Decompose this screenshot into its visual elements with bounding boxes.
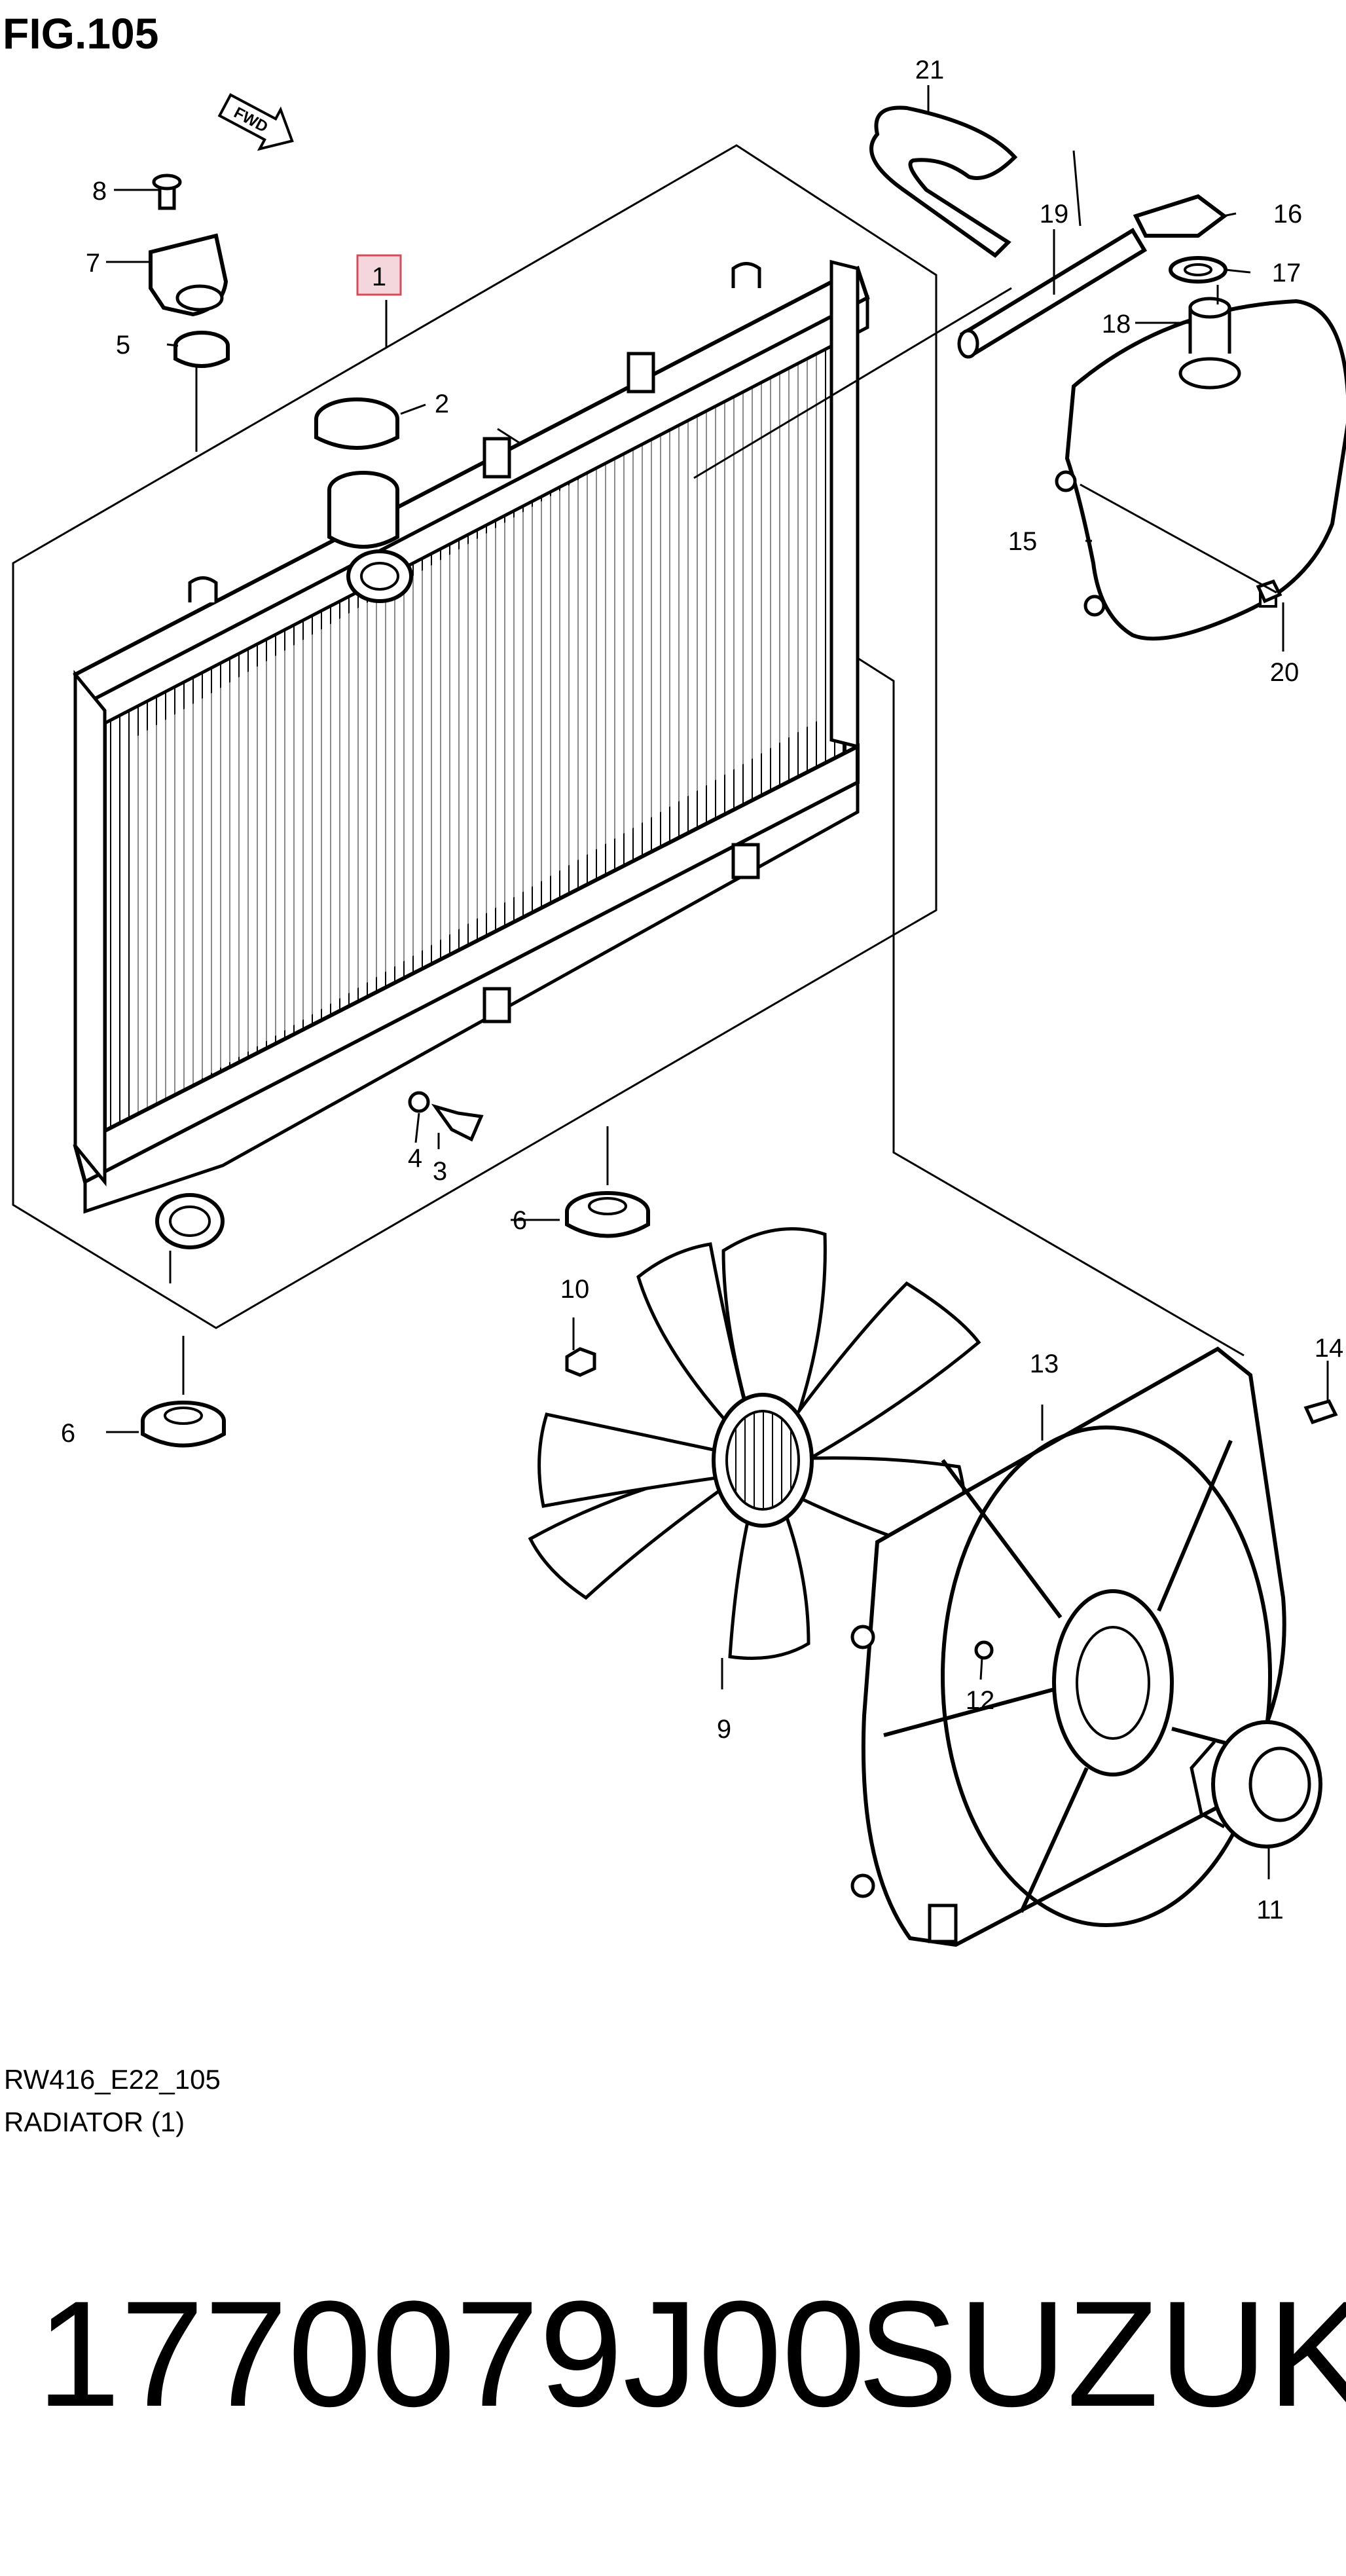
screw-12-drawing	[974, 1640, 994, 1660]
figure-caption: RADIATOR (1)	[4, 2107, 185, 2137]
callout-4[interactable]: 4	[408, 1144, 422, 1173]
callout-7[interactable]: 7	[86, 249, 100, 278]
callout-10[interactable]: 10	[560, 1275, 590, 1304]
callout-17[interactable]: 17	[1272, 259, 1301, 287]
part-number: 1770079J00	[37, 2270, 866, 2438]
fan-motor-drawing	[1190, 1720, 1322, 1849]
fwd-arrow-icon: FWD	[217, 93, 294, 151]
callout-18[interactable]: 18	[1102, 310, 1131, 339]
callout-6-lower[interactable]: 6	[61, 1419, 75, 1448]
fan-shroud-drawing	[850, 1346, 1286, 1947]
bolt-14-drawing	[1303, 1399, 1338, 1425]
callout-16[interactable]: 16	[1273, 200, 1303, 229]
figure-title: FIG.105	[3, 9, 158, 58]
callout-labels: 1 2 3 4 5 6 6 7 8 9 10 11 12 13 14 15 16…	[61, 56, 1343, 1924]
upper-mount-drawing	[149, 174, 230, 368]
callout-9[interactable]: 9	[717, 1715, 731, 1744]
callout-15[interactable]: 15	[1008, 527, 1038, 556]
callout-1-box[interactable]	[356, 254, 402, 296]
diagram-code: RW416_E22_105	[4, 2064, 221, 2095]
callout-8[interactable]: 8	[92, 177, 107, 206]
callout-6-upper[interactable]: 6	[513, 1206, 527, 1235]
leader-lines	[106, 85, 1329, 1879]
relation-lines	[693, 150, 1277, 594]
callout-3[interactable]: 3	[433, 1157, 447, 1186]
sensor-drawing	[408, 1091, 484, 1142]
lower-cushion-drawing-left	[141, 1401, 226, 1448]
callout-11[interactable]: 11	[1256, 1896, 1284, 1924]
lower-cushion-drawing-right	[565, 1191, 650, 1238]
callout-13[interactable]: 13	[1030, 1350, 1059, 1378]
brand-name: SUZUKI	[858, 2270, 1346, 2438]
callout-12[interactable]: 12	[966, 1686, 995, 1715]
callout-20[interactable]: 20	[1270, 658, 1300, 687]
hose-clamp-drawing	[1133, 194, 1228, 238]
radiator-group-frame	[12, 144, 937, 1329]
callout-1[interactable]: 1	[372, 263, 386, 291]
callout-5[interactable]: 5	[116, 331, 130, 359]
callout-2[interactable]: 2	[435, 390, 449, 418]
callout-19[interactable]: 19	[1040, 200, 1069, 229]
hose-21-drawing	[869, 105, 1018, 258]
radiator-cap-drawing	[314, 397, 399, 450]
nut-drawing	[565, 1347, 596, 1377]
callout-21[interactable]: 21	[915, 56, 945, 84]
callout-14[interactable]: 14	[1315, 1334, 1344, 1363]
clip-drawing	[1169, 256, 1228, 284]
radiator-core-drawing	[73, 259, 870, 1249]
